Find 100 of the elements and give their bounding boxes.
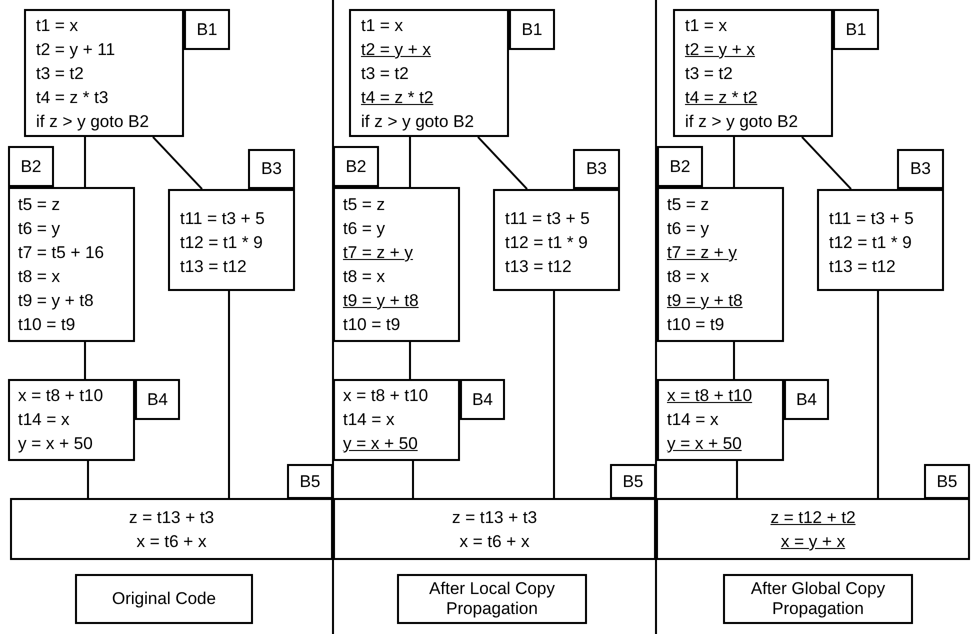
code-line: t7 = z + y [343, 242, 413, 264]
code-line: t9 = y + t8 [667, 290, 743, 312]
block-tag: B2 [8, 146, 54, 187]
code-line: t5 = z [667, 194, 710, 216]
connector-line [477, 136, 528, 190]
code-line: t11 = t3 + 5 [180, 208, 265, 230]
code-line: t2 = y + 11 [36, 39, 116, 61]
block-tag: B1 [509, 9, 555, 50]
code-line: x = t6 + x [460, 531, 530, 553]
code-line: t5 = z [18, 194, 60, 216]
connector-line [84, 342, 86, 379]
caption-box: Original Code [75, 574, 253, 624]
code-line: t3 = t2 [36, 63, 84, 85]
code-line: t6 = y [343, 218, 386, 240]
code-block [8, 187, 135, 342]
connector-line [228, 291, 230, 498]
connector-line [801, 136, 852, 190]
code-line: y = x + 50 [343, 433, 418, 455]
connector-line [152, 136, 203, 190]
code-line: t10 = t9 [343, 314, 400, 336]
code-block [657, 379, 784, 461]
code-line: t9 = y + t8 [343, 290, 419, 312]
code-line: t12 = t1 * 9 [180, 232, 263, 254]
code-block [168, 189, 295, 291]
code-line: t10 = t9 [18, 314, 76, 336]
block-tag: B2 [657, 146, 703, 187]
code-line: x = t6 + x [136, 531, 206, 553]
block-tag: B1 [184, 9, 230, 50]
code-block [657, 187, 784, 342]
block-tag: B5 [924, 464, 970, 499]
code-block [10, 498, 333, 560]
connector-line [553, 291, 555, 498]
connector-line [877, 291, 879, 498]
code-line: t14 = x [667, 409, 719, 431]
code-line: z = t12 + t2 [770, 507, 856, 529]
code-line: x = y + x [780, 531, 846, 553]
connector-line [736, 461, 738, 498]
code-line: t1 = x [361, 15, 404, 37]
code-line: t1 = x [685, 15, 728, 37]
code-line: t12 = t1 * 9 [829, 232, 912, 254]
code-line: t3 = t2 [361, 63, 409, 85]
connector-line [84, 137, 86, 187]
block-tag: B4 [460, 379, 505, 420]
block-tag: B4 [135, 379, 180, 420]
caption-box: After Local Copy Propagation [397, 574, 587, 624]
code-line: t7 = z + y [667, 242, 737, 264]
caption-box: After Global Copy Propagation [723, 574, 913, 624]
code-line: t2 = y + x [685, 39, 755, 61]
code-line: t6 = y [18, 218, 60, 240]
code-line: t14 = x [343, 409, 395, 431]
code-line: t13 = t12 [505, 256, 572, 278]
code-line: t10 = t9 [667, 314, 724, 336]
code-block [493, 189, 620, 291]
block-tag: B2 [333, 146, 379, 187]
block-tag: B5 [287, 464, 333, 499]
code-line: t13 = t12 [180, 256, 247, 278]
code-block [349, 9, 509, 137]
code-line: x = t8 + t10 [667, 385, 752, 407]
code-line: t8 = x [18, 266, 60, 288]
code-line: t13 = t12 [829, 256, 896, 278]
code-block [656, 498, 970, 560]
code-line: t5 = z [343, 194, 386, 216]
code-block [333, 498, 656, 560]
code-line: t2 = y + x [361, 39, 431, 61]
code-line: t8 = x [667, 266, 710, 288]
code-line: t1 = x [36, 15, 78, 37]
block-tag: B3 [573, 149, 620, 189]
code-block [8, 379, 135, 461]
code-line: y = x + 50 [667, 433, 742, 455]
code-line: t4 = z * t2 [361, 87, 434, 109]
block-tag: B1 [833, 9, 879, 50]
code-line: z = t13 + t3 [128, 507, 214, 529]
code-block [333, 379, 460, 461]
code-line: x = t8 + t10 [343, 385, 428, 407]
code-line: t9 = y + t8 [18, 290, 94, 312]
connector-line [733, 137, 735, 187]
code-line: t11 = t3 + 5 [829, 208, 914, 230]
code-line: t8 = x [343, 266, 386, 288]
code-line: y = x + 50 [18, 433, 93, 455]
code-block [24, 9, 184, 137]
code-line: t11 = t3 + 5 [505, 208, 590, 230]
code-line: z = t13 + t3 [452, 507, 538, 529]
code-line: if z > y goto B2 [36, 111, 149, 133]
block-tag: B3 [248, 149, 295, 189]
block-tag: B5 [610, 464, 656, 499]
connector-line [412, 461, 414, 498]
code-block [673, 9, 833, 137]
code-line: t14 = x [18, 409, 70, 431]
code-block [817, 189, 944, 291]
connector-line [87, 461, 89, 498]
code-line: if z > y goto B2 [361, 111, 474, 133]
block-tag: B3 [897, 149, 944, 189]
code-block [333, 187, 460, 342]
connector-line [733, 342, 735, 379]
block-tag: B4 [784, 379, 829, 420]
code-line: x = t8 + t10 [18, 385, 104, 407]
code-line: t4 = z * t3 [36, 87, 108, 109]
connector-line [409, 137, 411, 187]
code-line: t4 = z * t2 [685, 87, 758, 109]
code-line: t12 = t1 * 9 [505, 232, 588, 254]
